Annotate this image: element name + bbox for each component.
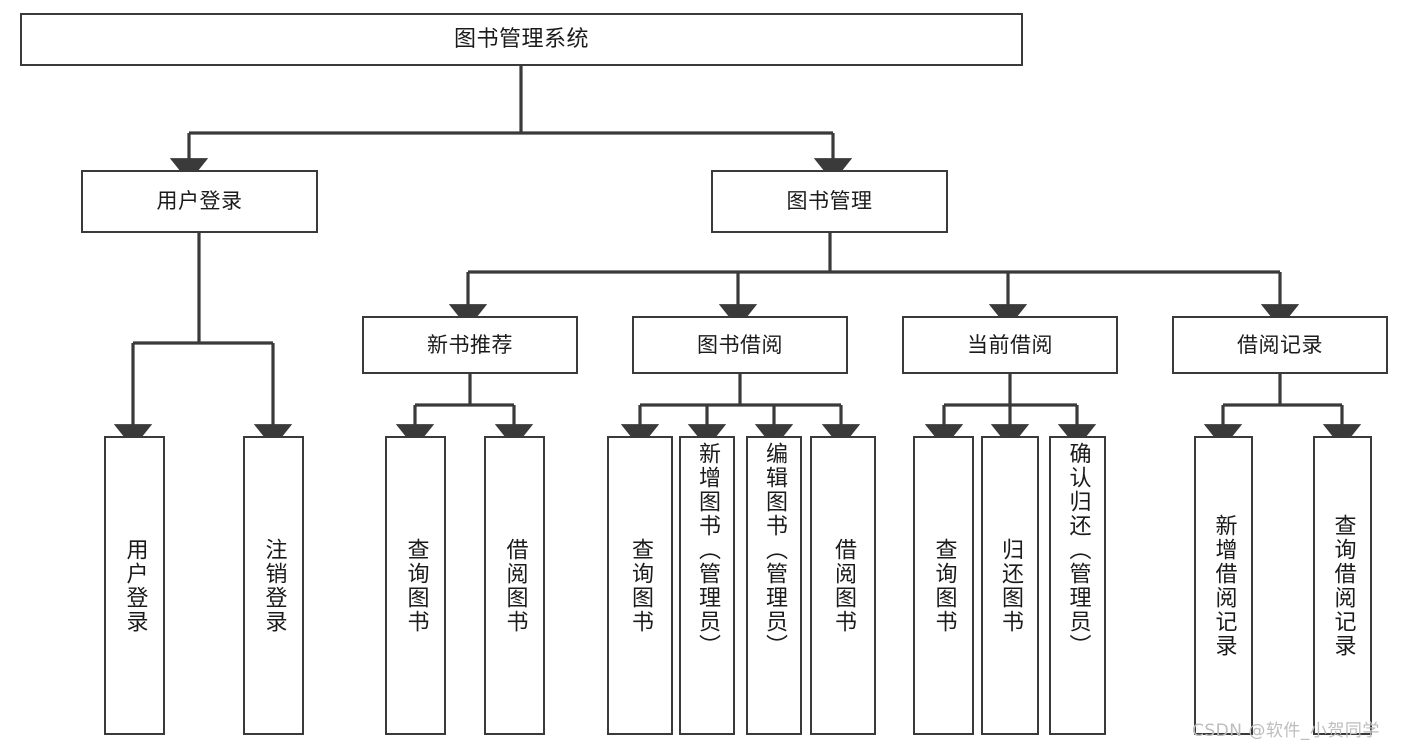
node-label: 查询图书	[931, 537, 957, 634]
node-user-login[interactable]: 用户登录	[81, 170, 318, 233]
node-label: 查询图书	[628, 537, 653, 634]
node-label: 用户登录	[156, 189, 243, 214]
node-user-logout-leaf[interactable]: 注销登录	[243, 436, 304, 735]
leaf-inner: 查询图书	[915, 438, 972, 733]
node-borrow-record[interactable]: 借阅记录	[1172, 316, 1388, 374]
node-label: 图书管理系统	[453, 26, 589, 52]
leaf-inner: 新增借阅记录	[1196, 438, 1251, 733]
node-label: 确认归还（管理员）	[1065, 442, 1091, 658]
node-add-book-admin[interactable]: 新增图书（管理员）	[679, 436, 735, 735]
node-query-book-1[interactable]: 查询图书	[385, 436, 446, 735]
node-query-book-3[interactable]: 查询图书	[913, 436, 974, 735]
node-edit-book-admin[interactable]: 编辑图书（管理员）	[746, 436, 802, 735]
node-label: 新增图书（管理员）	[695, 442, 720, 658]
leaf-inner: 注销登录	[245, 438, 302, 733]
leaf-inner: 查询图书	[609, 438, 671, 733]
leaf-inner: 编辑图书（管理员）	[748, 438, 800, 737]
node-borrow-book-1[interactable]: 借阅图书	[484, 436, 545, 735]
node-label: 图书管理	[786, 189, 873, 214]
leaf-inner: 借阅图书	[812, 438, 874, 733]
leaf-inner: 查询借阅记录	[1315, 438, 1370, 733]
node-return-book[interactable]: 归还图书	[981, 436, 1039, 735]
node-label: 归还图书	[998, 537, 1023, 634]
node-label: 新增借阅记录	[1211, 513, 1237, 658]
leaf-inner: 借阅图书	[486, 438, 543, 733]
leaf-inner: 用户登录	[106, 438, 163, 733]
node-label: 借阅图书	[502, 537, 528, 634]
node-label: 图书借阅	[697, 332, 783, 357]
node-root-book-management-system[interactable]: 图书管理系统	[20, 13, 1023, 66]
node-label: 编辑图书（管理员）	[762, 442, 787, 658]
leaf-inner: 查询图书	[387, 438, 444, 733]
node-label: 查询图书	[403, 537, 429, 634]
leaf-inner: 确认归还（管理员）	[1051, 438, 1104, 737]
leaf-inner: 归还图书	[983, 438, 1037, 733]
node-new-book-recommend[interactable]: 新书推荐	[362, 316, 578, 374]
node-label: 借阅记录	[1237, 332, 1323, 357]
node-label: 查询借阅记录	[1330, 513, 1356, 658]
node-label: 借阅图书	[831, 537, 856, 634]
node-query-book-2[interactable]: 查询图书	[607, 436, 673, 735]
node-add-borrow-record[interactable]: 新增借阅记录	[1194, 436, 1253, 735]
node-confirm-return-admin[interactable]: 确认归还（管理员）	[1049, 436, 1106, 735]
node-borrow-book-2[interactable]: 借阅图书	[810, 436, 876, 735]
node-label: 用户登录	[122, 537, 148, 634]
leaf-inner: 新增图书（管理员）	[681, 438, 733, 737]
node-book-borrow[interactable]: 图书借阅	[632, 316, 848, 374]
node-label: 当前借阅	[967, 332, 1053, 357]
node-label: 新书推荐	[427, 332, 513, 357]
node-book-manage[interactable]: 图书管理	[711, 170, 948, 233]
csdn-watermark: CSDN @软件_小贺同学	[1192, 721, 1380, 741]
node-query-borrow-record[interactable]: 查询借阅记录	[1313, 436, 1372, 735]
node-label: 注销登录	[261, 537, 287, 634]
node-current-borrow[interactable]: 当前借阅	[902, 316, 1118, 374]
node-user-login-leaf[interactable]: 用户登录	[104, 436, 165, 735]
